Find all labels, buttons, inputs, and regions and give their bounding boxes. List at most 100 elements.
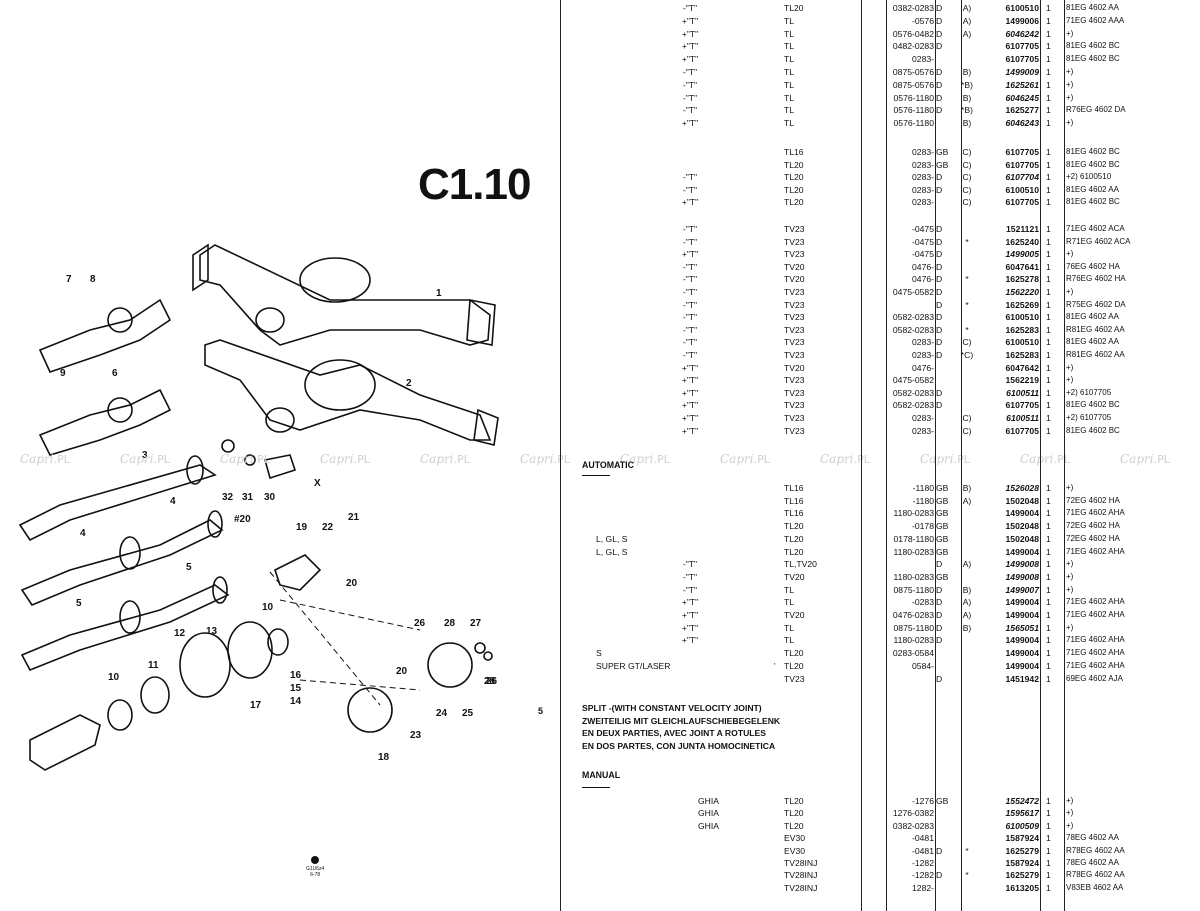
parts-cell: C) <box>962 425 972 436</box>
driveshaft-5 <box>20 584 230 672</box>
parts-cell: GB <box>936 495 949 506</box>
callout-label: 4 <box>170 496 176 507</box>
parts-cell: -"T" <box>682 261 698 272</box>
column-rule <box>1040 0 1041 911</box>
parts-cell: D <box>936 41 943 52</box>
parts-cell: 6100511 <box>1006 413 1039 423</box>
parts-cell: 1595617 <box>1005 808 1039 819</box>
parts-cell: C) <box>962 159 972 170</box>
automatic-heading: AUTOMATIC <box>582 460 634 470</box>
parts-cell: -1180 <box>912 495 934 506</box>
parts-cell: D <box>936 559 943 570</box>
parts-cell: * <box>965 299 969 310</box>
parts-cell: 1 <box>1046 622 1051 633</box>
watermark: Capri.PL <box>520 452 570 466</box>
parts-cell: B) <box>962 622 972 633</box>
parts-cell: GHIA <box>698 796 720 806</box>
parts-cell: 0576-1180 <box>893 105 934 116</box>
heading-underline <box>582 475 610 476</box>
parts-cell: +"T" <box>681 118 699 129</box>
parts-cell: 1 <box>1046 15 1051 26</box>
parts-cell: 6047641 <box>1005 261 1039 272</box>
parts-cell: 1 <box>1046 197 1051 208</box>
parts-cell: 1 <box>1046 597 1051 608</box>
parts-cell: 1499004 <box>1005 635 1039 646</box>
parts-cell: 0476- <box>912 362 934 373</box>
parts-cell: +) <box>1066 92 1074 102</box>
parts-cell: GB <box>936 571 949 582</box>
parts-cell: 71EG 4602 AAA <box>1066 15 1125 25</box>
parts-cell: D <box>936 105 943 116</box>
parts-cell: 78EG 4602 AA <box>1066 833 1119 843</box>
parts-cell: TL,TV20 <box>784 559 817 570</box>
parts-cell: -"T" <box>682 350 698 360</box>
parts-cell: 1 <box>1046 845 1051 856</box>
parts-cell: 1502048 <box>1005 495 1039 506</box>
parts-cell: EV30 <box>784 833 806 844</box>
parts-cell: TL20 <box>784 521 804 532</box>
parts-cell: TV20 <box>784 571 805 582</box>
parts-cell: +) <box>1066 375 1074 385</box>
parts-cell: 6100510 <box>1005 312 1039 323</box>
parts-cell: A) <box>962 28 972 39</box>
parts-cell: 71EG 4602 AHA <box>1066 610 1125 619</box>
parts-cell: +) <box>1066 249 1074 259</box>
parts-cell: TL20 <box>784 796 804 806</box>
parts-cell: -1180 <box>912 483 934 493</box>
parts-cell: -"T" <box>682 172 698 183</box>
parts-cell: * <box>965 236 969 247</box>
parts-cell: -"T" <box>682 584 698 595</box>
parts-cell: 6107705 <box>1005 147 1039 157</box>
parts-cell: -0283 <box>912 597 934 608</box>
parts-cell: R76EG 4602 HA <box>1066 274 1126 284</box>
parts-cell: 81EG 4602 BC <box>1066 147 1120 156</box>
parts-cell: 71EG 4602 AHA <box>1066 635 1125 645</box>
parts-cell: +"T" <box>681 400 699 411</box>
parts-cell: 81EG 4602 BC <box>1066 159 1120 169</box>
parts-cell: 6100509 <box>1005 820 1039 831</box>
parts-cell: 1 <box>1046 54 1051 65</box>
parts-cell: 1180-0283 <box>893 635 934 646</box>
callout-label: 10 <box>262 602 274 613</box>
parts-cell: +"T" <box>681 15 699 26</box>
parts-cell: +2) 6100510 <box>1066 172 1112 182</box>
parts-cell: 71EG 4602 ACA <box>1066 224 1125 233</box>
parts-cell: 1 <box>1046 184 1051 195</box>
parts-cell: -0576 <box>912 15 934 26</box>
parts-cell: 81EG 4602 BC <box>1066 197 1120 207</box>
parts-cell: TL <box>784 105 795 116</box>
watermark: Capri.PL <box>120 452 170 466</box>
parts-cell: 1 <box>1046 41 1051 52</box>
parts-cell: 1 <box>1046 495 1051 506</box>
parts-cell: GB <box>936 508 949 519</box>
parts-cell: D <box>936 67 943 77</box>
parts-cell: D <box>936 387 943 398</box>
parts-cell: 0476- <box>912 274 934 285</box>
parts-cell: 0283- <box>912 147 934 157</box>
parts-cell: 1 <box>1046 571 1051 582</box>
parts-cell: -0481 <box>912 833 934 844</box>
parts-cell: 1 <box>1046 387 1051 398</box>
parts-cell: -0475 <box>912 224 934 234</box>
parts-cell: TV28INJ <box>784 882 818 893</box>
parts-cell: 1 <box>1046 28 1051 39</box>
parts-cell: -"T" <box>682 299 698 310</box>
parts-cell: TL <box>784 79 795 90</box>
callout-label: 27 <box>470 618 482 629</box>
parts-cell: 1499008 <box>1005 559 1039 570</box>
parts-cell: B) <box>962 584 972 595</box>
